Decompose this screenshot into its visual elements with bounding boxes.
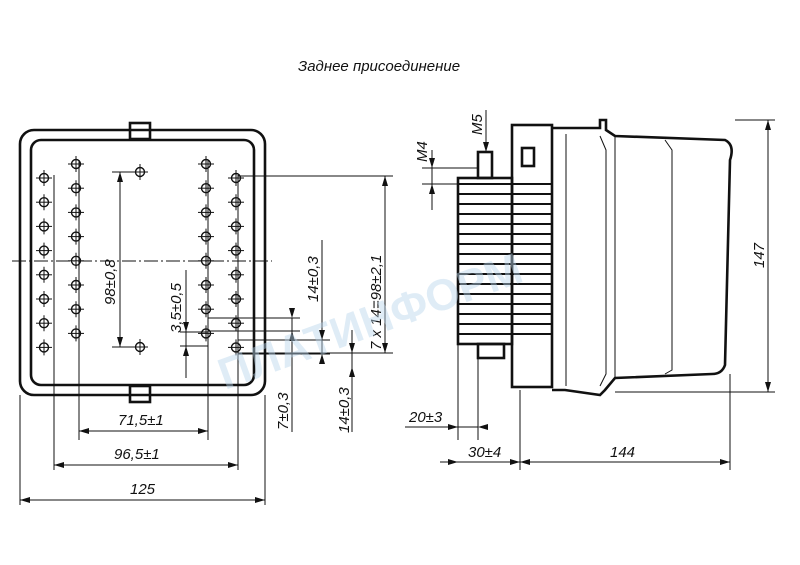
arrow xyxy=(720,459,730,465)
arrow xyxy=(183,322,189,332)
arrow xyxy=(349,343,355,353)
arrow xyxy=(289,308,295,318)
arrow xyxy=(429,184,435,194)
arrow xyxy=(79,428,89,434)
housing-inner-outline xyxy=(29,138,256,387)
arrow xyxy=(765,382,771,392)
dim-label-71: 71,5±1 xyxy=(118,412,164,429)
arrow xyxy=(255,497,265,503)
dim-label-35: 3,5±0,5 xyxy=(168,282,185,333)
dim-label-30: 30±4 xyxy=(468,444,501,461)
arrow xyxy=(448,424,458,430)
arrow xyxy=(183,346,189,356)
dim-label-96: 96,5±1 xyxy=(114,446,160,463)
cover-line xyxy=(664,139,673,375)
arrow xyxy=(198,428,208,434)
arrow xyxy=(448,459,458,465)
bottom-tab xyxy=(128,384,152,404)
dim-label-20: 20±3 xyxy=(408,409,443,426)
stud-top-right xyxy=(520,146,536,168)
cover-line xyxy=(599,135,607,387)
dim-label-14-upper: 14±0,3 xyxy=(305,256,322,302)
arrow xyxy=(319,354,325,364)
arrow xyxy=(319,330,325,340)
stud-m5 xyxy=(476,150,494,180)
contact-pins xyxy=(36,156,244,356)
arrow xyxy=(483,142,489,152)
rear-plate xyxy=(510,123,554,389)
side-view: M4 M5 147 20±3 30±4 144 xyxy=(405,110,775,470)
thread-label-m5: M5 xyxy=(469,114,486,135)
stud-bottom xyxy=(476,342,506,360)
dim-label-7x14: 7 x 14=98±2,1 xyxy=(368,255,385,350)
arrow xyxy=(289,331,295,341)
thread-label-m4: M4 xyxy=(414,141,431,162)
front-view: 71,5±1 96,5±1 125 98±0,8 3,5±0,5 7±0,3 xyxy=(12,121,393,505)
dim-label-14-lower: 14±0,3 xyxy=(336,387,353,433)
arrow xyxy=(520,459,530,465)
arrow xyxy=(54,462,64,468)
arrow xyxy=(349,367,355,377)
dim-label-147: 147 xyxy=(751,242,768,268)
arrow xyxy=(382,343,388,353)
arrow xyxy=(429,158,435,168)
arrow xyxy=(478,424,488,430)
dim-label-144: 144 xyxy=(610,444,635,461)
arrow xyxy=(117,337,123,347)
cover-outline xyxy=(552,118,733,397)
terminal-block xyxy=(458,183,552,335)
arrow xyxy=(117,172,123,182)
dim-label-98: 98±0,8 xyxy=(102,259,119,305)
dim-label-125: 125 xyxy=(130,481,156,498)
arrow xyxy=(20,497,30,503)
arrow xyxy=(228,462,238,468)
arrow xyxy=(765,120,771,130)
drawing-title: Заднее присоединение xyxy=(298,58,460,75)
top-tab xyxy=(128,121,152,141)
arrow xyxy=(510,459,520,465)
housing-outline xyxy=(18,128,267,397)
arrow xyxy=(382,176,388,186)
dim-label-7: 7±0,3 xyxy=(275,392,292,430)
